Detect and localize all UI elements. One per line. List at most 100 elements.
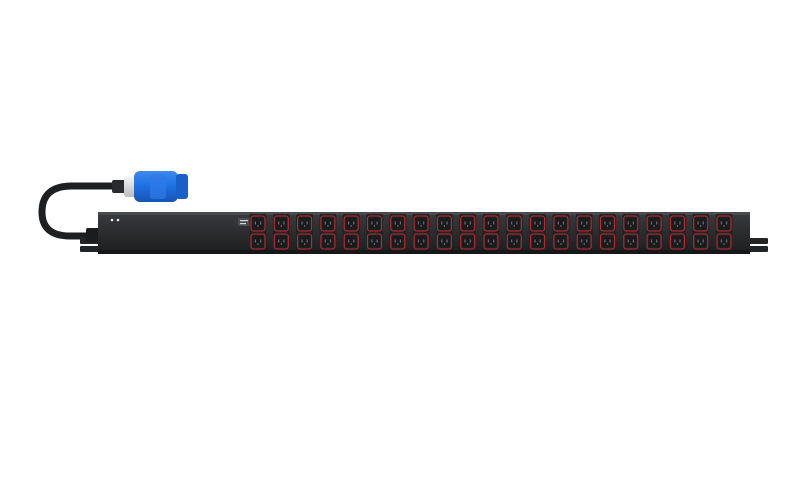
outlet-pin-hole: [324, 221, 326, 225]
outlet-earth-hole: [560, 243, 562, 245]
outlet-socket: [718, 235, 730, 248]
outlet-pin-hole: [656, 221, 658, 225]
outlet-group: [668, 214, 686, 250]
bracket: [80, 246, 102, 252]
outlet-lock-ring: [553, 233, 569, 250]
outlet-lock-ring: [669, 215, 685, 232]
outlet-pin-hole: [586, 221, 588, 225]
outlet-socket: [415, 217, 427, 230]
outlet-lock-ring: [366, 215, 383, 232]
outlet-earth-hole: [443, 243, 445, 245]
outlet-earth-hole: [723, 225, 725, 227]
outlet-pin-hole: [679, 221, 681, 225]
logo-mark-line: [240, 223, 246, 225]
outlet-lock-ring: [623, 233, 639, 250]
outlet-socket: [602, 235, 613, 248]
outlet-socket: [299, 235, 311, 248]
outlet-socket: [532, 235, 544, 248]
outlet-pin-hole: [516, 239, 518, 243]
outlet-pin-hole: [650, 221, 653, 225]
outlet-earth-hole: [537, 243, 539, 245]
outlet-socket: [252, 235, 264, 248]
outlet-lock-ring: [273, 215, 289, 232]
outlet-pin-hole: [446, 239, 448, 243]
outlet-lock-ring: [436, 215, 452, 232]
outlet-socket: [322, 235, 334, 248]
outlet-pin-hole: [702, 221, 704, 225]
outlet-pin-hole: [487, 239, 489, 243]
outlet-pin-hole: [632, 221, 634, 225]
outlet-socket: [485, 217, 497, 230]
outlet-lock-ring: [390, 215, 406, 232]
outlet-pin-hole: [423, 221, 425, 225]
outlet-lock-ring: [693, 215, 709, 232]
outlet-pin-hole: [278, 239, 280, 243]
outlet-pin-hole: [562, 221, 565, 225]
outlet-pin-hole: [260, 221, 262, 225]
outlet-lock-ring: [599, 215, 616, 232]
outlet-earth-hole: [723, 243, 725, 245]
outlet-pin-hole: [562, 239, 565, 243]
pdu-bottom-edge: [98, 250, 750, 254]
outlet-earth-hole: [304, 243, 306, 245]
outlet-lock-ring: [530, 233, 546, 250]
outlet-earth-hole: [583, 225, 585, 227]
outlet-earth-hole: [350, 225, 352, 227]
outlet-socket: [415, 235, 427, 248]
outlet-lock-ring: [413, 215, 429, 232]
outlet-pin-hole: [557, 221, 559, 225]
outlet-pin-hole: [417, 239, 420, 243]
outlet-group: [366, 214, 383, 250]
outlet-socket: [648, 217, 660, 230]
outlet-lock-ring: [297, 215, 313, 232]
outlet-lock-ring: [320, 233, 336, 250]
outlet-earth-hole: [606, 225, 609, 227]
outlet-lock-ring: [693, 233, 709, 250]
outlet-lock-ring: [576, 215, 592, 232]
outlet-lock-ring: [646, 215, 662, 232]
outlet-pin-hole: [586, 239, 588, 243]
outlet-pin-hole: [534, 221, 536, 225]
outlet-socket: [671, 217, 683, 230]
outlet-pin-hole: [278, 221, 280, 225]
outlet-lock-ring: [366, 233, 383, 250]
outlet-pin-hole: [283, 221, 285, 225]
outlet-lock-ring: [669, 233, 685, 250]
outlet-socket: [578, 235, 590, 248]
outlet-socket: [695, 235, 707, 248]
outlet-pin-hole: [702, 239, 704, 243]
plug-grip: [150, 174, 166, 199]
outlet-group: [715, 214, 733, 250]
outlet-pin-hole: [609, 239, 611, 243]
outlet-pin-hole: [511, 221, 513, 225]
outlet-pin-hole: [511, 239, 513, 243]
outlet-pin-hole: [720, 221, 722, 225]
outlet-pin-hole: [371, 221, 373, 225]
outlet-group: [272, 214, 290, 250]
outlet-socket: [438, 217, 450, 230]
outlet-lock-ring: [553, 215, 569, 232]
outlet-lock-ring: [716, 215, 732, 232]
outlet-group: [249, 214, 267, 250]
outlet-earth-hole: [700, 225, 702, 227]
outlet-lock-ring: [530, 215, 546, 232]
outlet-pin-hole: [493, 221, 495, 225]
outlet-socket: [392, 235, 404, 248]
outlet-socket: [275, 235, 287, 248]
outlet-pin-hole: [720, 239, 722, 243]
outlet-socket: [718, 217, 730, 230]
outlet-lock-ring: [273, 233, 289, 250]
blue-industrial-plug: [112, 171, 188, 202]
outlet-socket: [462, 217, 474, 230]
outlet-group: [342, 214, 360, 250]
outlet-pin-hole: [726, 221, 728, 225]
outlet-earth-hole: [280, 225, 282, 227]
outlet-pin-hole: [627, 239, 629, 243]
outlet-earth-hole: [257, 243, 259, 245]
outlet-lock-ring: [250, 233, 266, 250]
outlet-pin-hole: [441, 239, 443, 243]
outlet-earth-hole: [513, 243, 515, 245]
outlet-pin-hole: [306, 221, 308, 225]
outlet-socket: [695, 217, 707, 230]
outlet-pin-hole: [329, 221, 332, 225]
